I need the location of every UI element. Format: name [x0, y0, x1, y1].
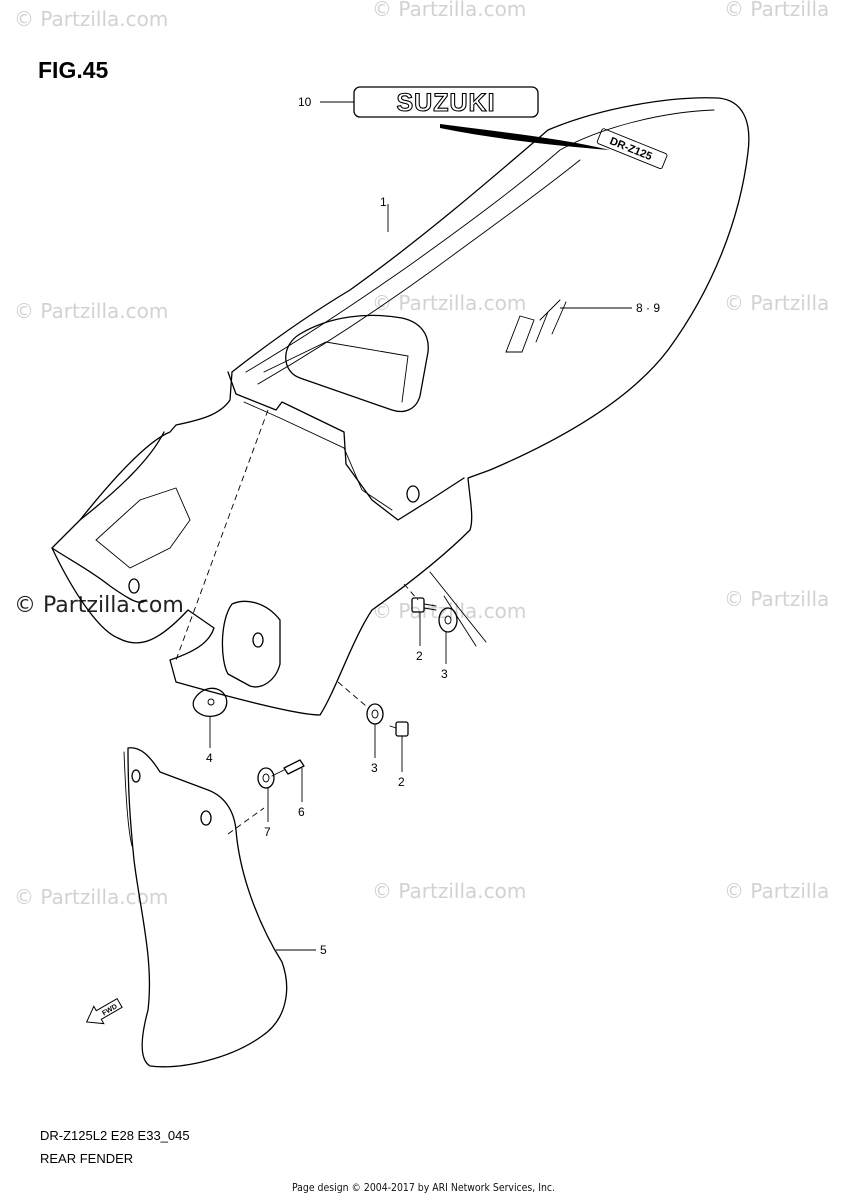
mudflap-hole-upper	[131, 769, 141, 783]
washer-7	[257, 767, 275, 789]
screw-6-shaft	[271, 769, 285, 777]
bolt-2-upper-head	[411, 597, 425, 613]
mudflap-edge	[123, 751, 133, 847]
callout-5: 5	[320, 943, 327, 957]
washer-3-upper	[438, 607, 458, 633]
washer-7-outer	[257, 767, 275, 789]
washer-3-lower	[366, 703, 384, 725]
callout-2-lower: 2	[398, 775, 405, 789]
screw-6-head	[283, 759, 305, 775]
mount-hole-right	[406, 485, 420, 503]
suzuki-decal: SUZUKI	[353, 86, 539, 118]
washer-3-lower-inner	[371, 709, 379, 719]
tail-frame-inner	[243, 401, 393, 511]
side-flap-left	[51, 431, 165, 603]
washer-7-inner	[262, 773, 270, 783]
callout-8-9: 8 · 9	[636, 301, 660, 315]
clip-4-outline	[192, 687, 228, 717]
mount-hole-center	[252, 632, 264, 648]
assembly-line-right	[403, 583, 419, 601]
callout-10: 10	[298, 95, 312, 109]
mudflap-outline	[127, 747, 288, 1068]
bolt-2-upper	[411, 597, 437, 613]
washer-3-lower-outer	[366, 703, 384, 725]
mudflap	[123, 747, 288, 1068]
side-flap-panel	[95, 487, 191, 569]
watermark-mid-left: © Partzilla.com	[14, 299, 168, 323]
watermark-top-left: © Partzilla.com	[14, 7, 168, 31]
callout-7: 7	[264, 825, 271, 839]
forward-arrow-shape	[85, 997, 123, 1025]
bolt-2-lower-thread	[389, 725, 397, 729]
rear-fender: DR-Z125	[51, 97, 750, 716]
assembly-line-mudflap	[227, 807, 265, 835]
model-code: DR-Z125L2 E28 E33_045	[40, 1128, 190, 1143]
suzuki-decal-text: SUZUKI	[396, 89, 495, 117]
seat-recess-inner	[263, 341, 409, 403]
watermark-top-right: © Partzilla	[724, 0, 829, 21]
seat-recess	[285, 314, 429, 413]
decal-stripe	[440, 124, 610, 150]
watermark-lower-right: © Partzilla	[724, 587, 829, 611]
assembly-line-main	[175, 409, 269, 661]
callout-6: 6	[298, 805, 305, 819]
watermark-top-center: © Partzilla.com	[372, 0, 526, 21]
bolt-2-upper-thread	[423, 603, 437, 611]
callout-3-upper: 3	[441, 667, 448, 681]
callout-2-upper: 2	[416, 649, 423, 663]
watermark-mid-right: © Partzilla	[724, 291, 829, 315]
washer-3-upper-outer	[438, 607, 458, 633]
screw-6	[271, 759, 305, 777]
bolt-2-lower-head	[395, 721, 409, 737]
assembly-line-lower	[337, 681, 367, 707]
rear-fender-outline	[51, 97, 750, 716]
watermark-bottom-center: © Partzilla.com	[372, 879, 526, 903]
callout-1: 1	[380, 195, 387, 209]
watermark-mid-center: © Partzilla.com	[372, 291, 526, 315]
rear-fender-ridge-inner	[257, 159, 581, 385]
mount-hole-left	[128, 578, 140, 594]
forward-arrow: FWD	[85, 997, 123, 1025]
watermark-strong-left: © Partzilla.com	[14, 593, 184, 618]
watermark-bottom-right: © Partzilla	[724, 879, 829, 903]
side-number-decal	[505, 299, 567, 353]
right-bracket	[429, 571, 487, 647]
page-credit: Page design © 2004-2017 by ARI Network S…	[291, 1181, 556, 1194]
lower-mount-tab	[221, 600, 281, 688]
model-badge-outline	[596, 128, 668, 170]
model-badge: DR-Z125	[596, 128, 668, 170]
callout-4: 4	[206, 751, 213, 765]
figure-title: FIG.45	[38, 57, 109, 83]
tail-frame	[227, 371, 465, 521]
callout-3-lower: 3	[371, 761, 378, 775]
forward-arrow-label: FWD	[101, 1003, 118, 1017]
clip-4	[192, 687, 228, 717]
watermark-bottom-left: © Partzilla.com	[14, 885, 168, 909]
clip-4-hole	[207, 698, 215, 706]
section-title: REAR FENDER	[40, 1151, 134, 1166]
washer-3-upper-inner	[444, 615, 452, 625]
mudflap-hole-side	[200, 810, 212, 826]
rear-fender-ridge	[245, 109, 715, 373]
watermark-lower-center: © Partzilla.com	[372, 599, 526, 623]
bolt-2-lower	[389, 721, 409, 737]
